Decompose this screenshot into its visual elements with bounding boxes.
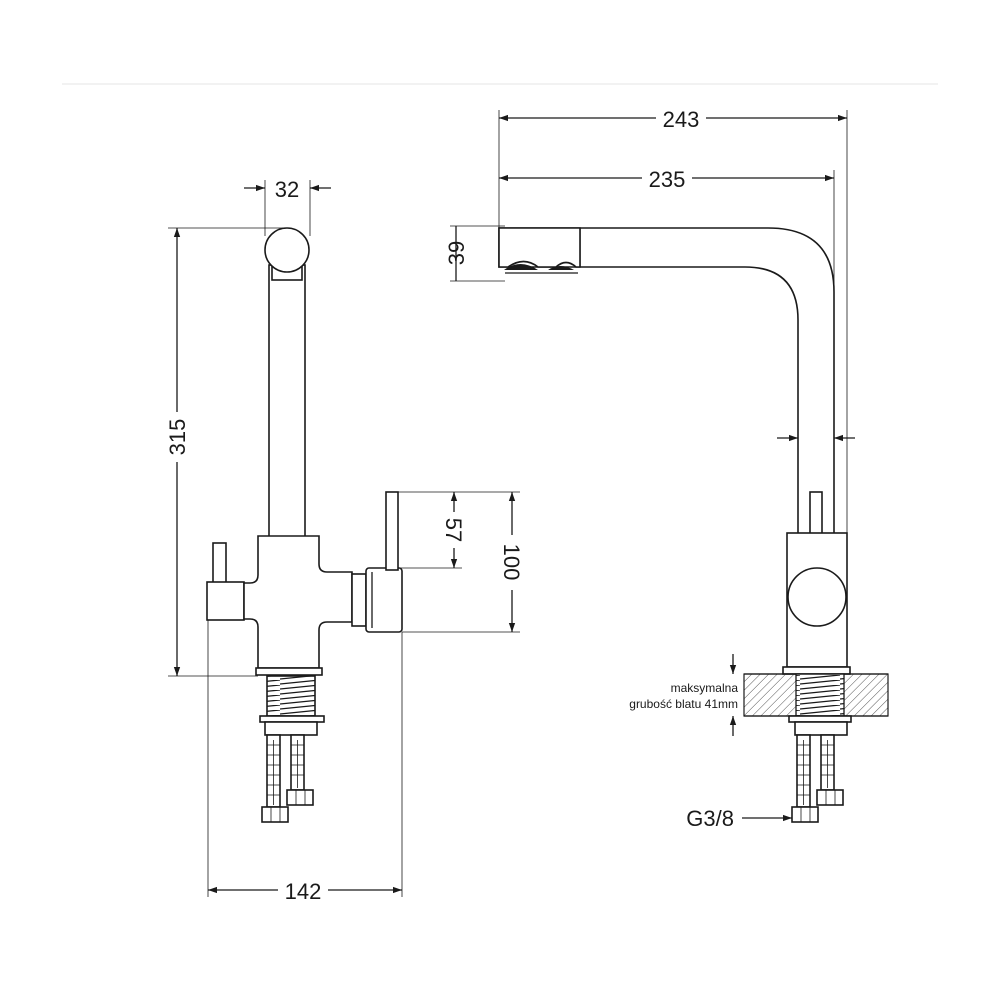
dim-243-label: 243: [663, 107, 700, 132]
dim-100-label: 100: [499, 544, 524, 581]
side-view: 243 235 39 45: [444, 107, 889, 831]
dim-315-label: 315: [165, 419, 190, 456]
dim-235-label: 235: [649, 167, 686, 192]
dim-57: 57: [441, 492, 466, 568]
dim-142: 142: [208, 879, 402, 904]
front-view: 32 315 57 100 142: [165, 177, 524, 904]
dim-32: 32: [244, 177, 331, 202]
dim-243: 243: [499, 107, 847, 132]
dim-57-label: 57: [441, 518, 466, 542]
dim-39-label: 39: [444, 241, 469, 265]
dim-315: 315: [165, 228, 190, 676]
countertop-note-line-1: maksymalna: [671, 681, 739, 695]
dim-142-label: 142: [285, 879, 322, 904]
dim-235: 235: [499, 167, 834, 192]
countertop-note-line-2: grubość blatu 41mm: [629, 697, 738, 711]
dim-39: 39: [444, 226, 469, 281]
dim-32-label: 32: [275, 177, 299, 202]
dim-100: 100: [499, 492, 524, 632]
thread-size-label: G3/8: [686, 806, 734, 831]
